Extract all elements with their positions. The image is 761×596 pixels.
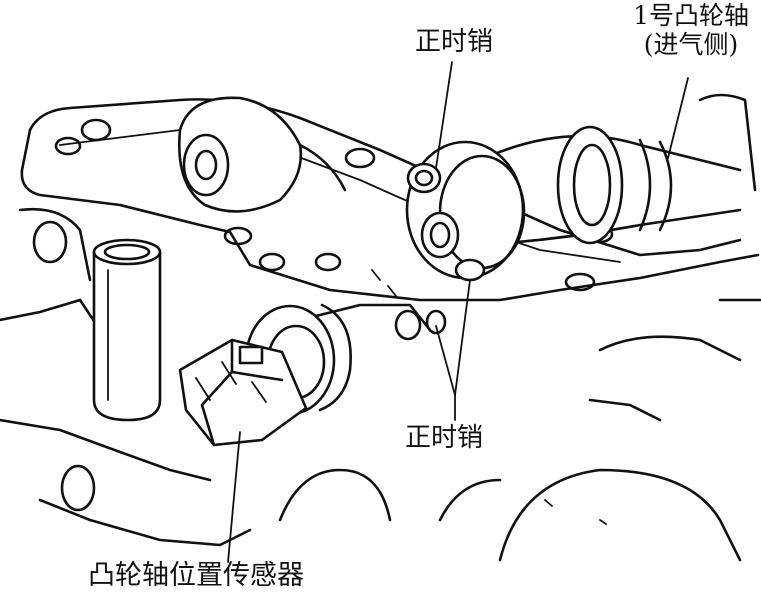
sensor-label: 凸轮轴位置传感器 — [88, 560, 304, 591]
leader-lines — [227, 61, 689, 563]
timing-pin-label-bottom: 正时销 — [405, 423, 484, 453]
timing-rotor — [405, 140, 526, 282]
cam-lobe — [178, 96, 347, 213]
camshaft-label: 1号凸轮轴 (进气侧) — [633, 1, 749, 60]
camshaft-position-sensor — [178, 303, 447, 447]
drawing-marks — [371, 269, 607, 525]
camshaft-label-line2: (进气侧) — [643, 29, 739, 59]
timing-pin-label-top: 正时销 — [415, 27, 494, 57]
cylinder-head — [0, 93, 761, 562]
bolt-holes — [32, 118, 614, 512]
tappet — [92, 238, 162, 422]
camshaft-label-line1: 1号凸轮轴 — [633, 1, 749, 30]
